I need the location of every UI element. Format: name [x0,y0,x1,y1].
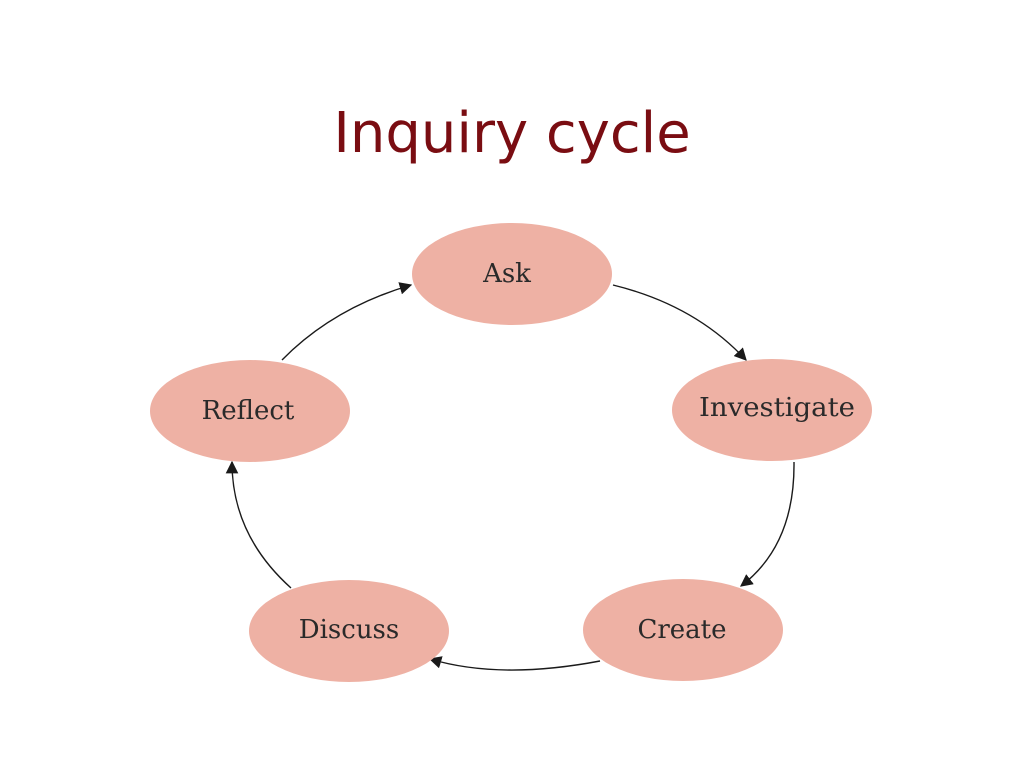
node-create: Create [583,579,783,681]
node-ask: Ask [412,223,612,325]
edge-ask-to-investigate [612,284,747,361]
node-create-shape [583,579,783,681]
node-investigate: Investigate [672,359,872,461]
edge-investigate-to-create [739,461,795,587]
node-investigate-label: Investigate [699,393,855,423]
node-ask-shape [412,223,612,325]
edge-reflect-to-ask [281,282,413,361]
node-reflect-label: Reflect [202,396,295,426]
node-ask-label: Ask [482,259,531,289]
node-reflect-shape [150,360,350,462]
node-investigate-shape [672,359,872,461]
edge-create-to-discuss [428,656,601,671]
node-reflect: Reflect [150,360,350,462]
node-discuss: Discuss [249,580,449,682]
node-discuss-label: Discuss [299,615,400,645]
node-create-label: Create [637,615,726,645]
node-discuss-shape [249,580,449,682]
edge-discuss-to-reflect [225,460,292,589]
slide-title: Inquiry cycle [333,101,691,166]
